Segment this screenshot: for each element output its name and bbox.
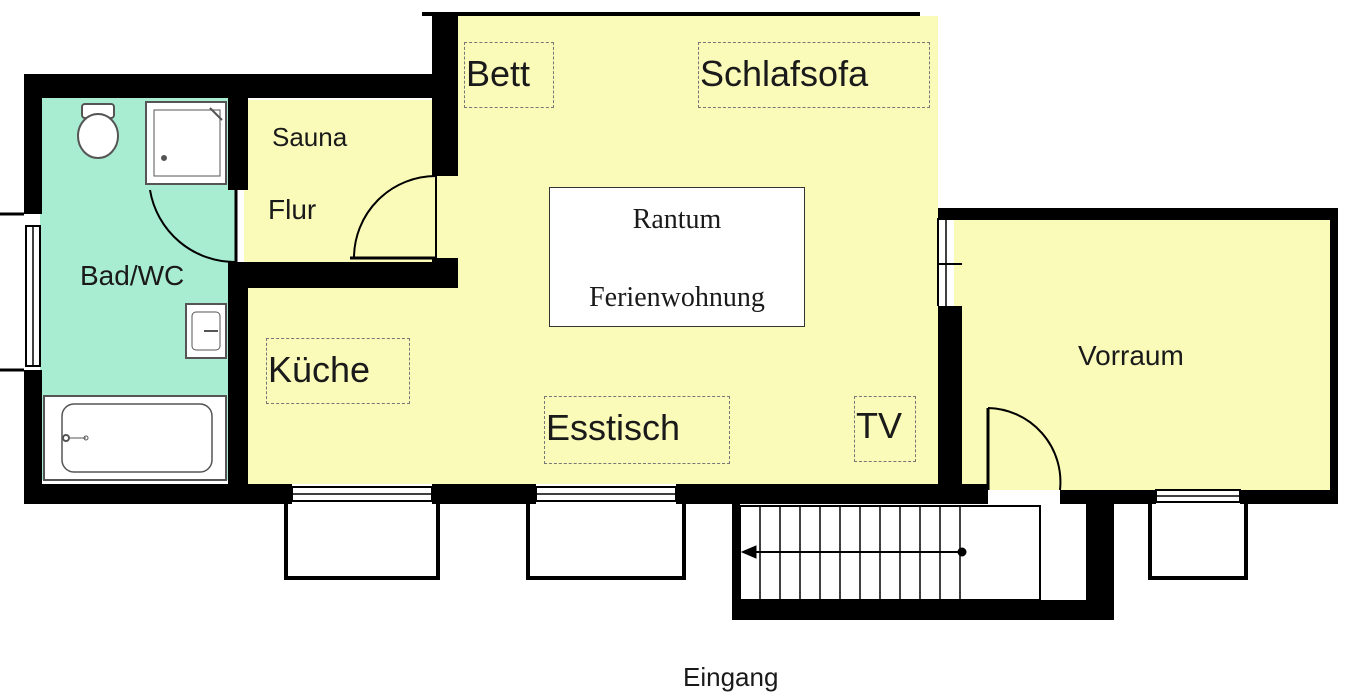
toilet-icon	[77, 103, 119, 159]
dining-table-area	[544, 396, 730, 464]
walls	[24, 12, 1338, 620]
bathtub-icon	[43, 395, 227, 481]
label-bed: Bett	[466, 53, 531, 94]
label-kitchen: Küche	[268, 349, 371, 390]
bed-area	[464, 42, 554, 108]
title-line-1: Rantum	[632, 204, 722, 235]
door-swing-icon	[149, 175, 1062, 491]
exterior-lines	[0, 212, 962, 372]
title-line-2: Ferienwohnung	[589, 282, 765, 313]
kitchen-fill	[248, 282, 438, 484]
label-sauna: Sauna	[272, 122, 348, 152]
label-tv: TV	[856, 405, 903, 446]
kitchen-area	[266, 338, 410, 404]
tv-area	[854, 396, 916, 462]
window-icon	[291, 486, 1241, 503]
staircase-icon	[739, 505, 1041, 601]
planter-boxes	[284, 504, 1248, 580]
label-hallway: Flur	[268, 194, 317, 225]
sink-icon	[185, 303, 227, 359]
label-entrance: Eingang	[683, 662, 779, 692]
vorraum-fill	[954, 218, 1336, 490]
sofa-bed-area	[698, 42, 930, 108]
sauna-fill	[244, 100, 440, 268]
label-vestibule: Vorraum	[1078, 340, 1184, 371]
label-sofa-bed: Schlafsofa	[700, 53, 869, 94]
label-dining-table: Esstisch	[546, 407, 681, 448]
title-box: Rantum Ferienwohnung	[549, 187, 805, 327]
shower-icon	[145, 101, 227, 185]
label-bathroom: Bad/WC	[80, 260, 185, 291]
